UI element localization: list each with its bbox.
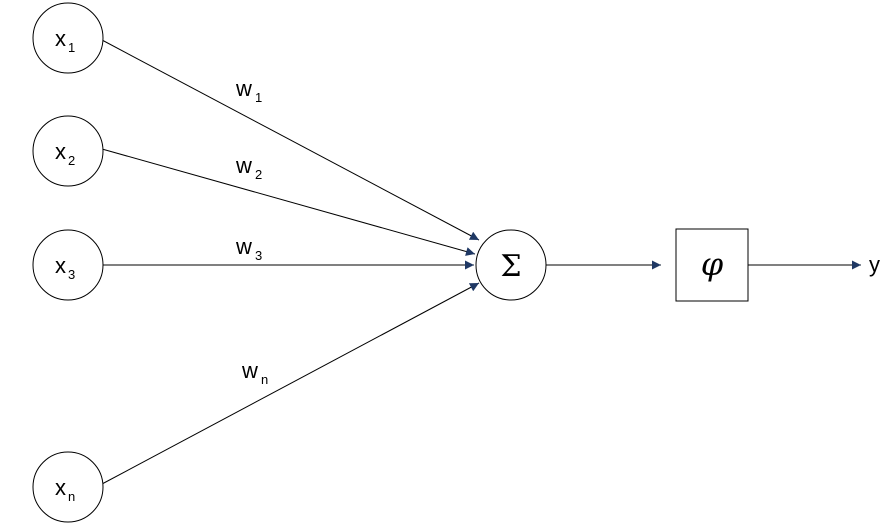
weight-label-w1: w 1 (235, 76, 262, 105)
edge-x2-sum (101, 148, 476, 256)
weight-w2-base: w (235, 153, 252, 178)
input-subscript-xn: n (68, 489, 75, 504)
input-label-x3: x (55, 253, 66, 278)
activation-box: φ (675, 228, 749, 302)
input-subscript-x1: 1 (68, 40, 75, 55)
weight-w2-sub: 2 (255, 167, 262, 182)
weight-w3-sub: 3 (255, 248, 262, 263)
input-node-x1: x 1 (32, 2, 104, 74)
weight-label-w3: w 3 (235, 234, 262, 263)
edge-x1-sum (101, 39, 480, 241)
input-node-xn: x n (32, 451, 104, 523)
weight-w1-sub: 1 (255, 90, 262, 105)
weight-wn-sub: n (261, 372, 268, 387)
input-label-x1: x (55, 26, 66, 51)
input-node-x3: x 3 (32, 229, 104, 301)
weight-w3-base: w (235, 234, 252, 259)
weight-label-wn: w n (241, 358, 268, 387)
input-subscript-x2: 2 (68, 153, 75, 168)
edge-xn-sum (101, 282, 480, 485)
input-node-x2: x 2 (32, 115, 104, 187)
weight-wn-base: w (241, 358, 258, 383)
input-subscript-x3: 3 (68, 267, 75, 282)
sum-symbol: Σ (500, 249, 521, 284)
activation-symbol: φ (701, 245, 724, 283)
input-label-xn: x (55, 475, 66, 500)
weight-w1-base: w (235, 76, 252, 101)
output-label: y (869, 252, 880, 277)
input-label-x2: x (55, 139, 66, 164)
sum-node: Σ (475, 229, 547, 301)
weight-label-w2: w 2 (235, 153, 262, 182)
